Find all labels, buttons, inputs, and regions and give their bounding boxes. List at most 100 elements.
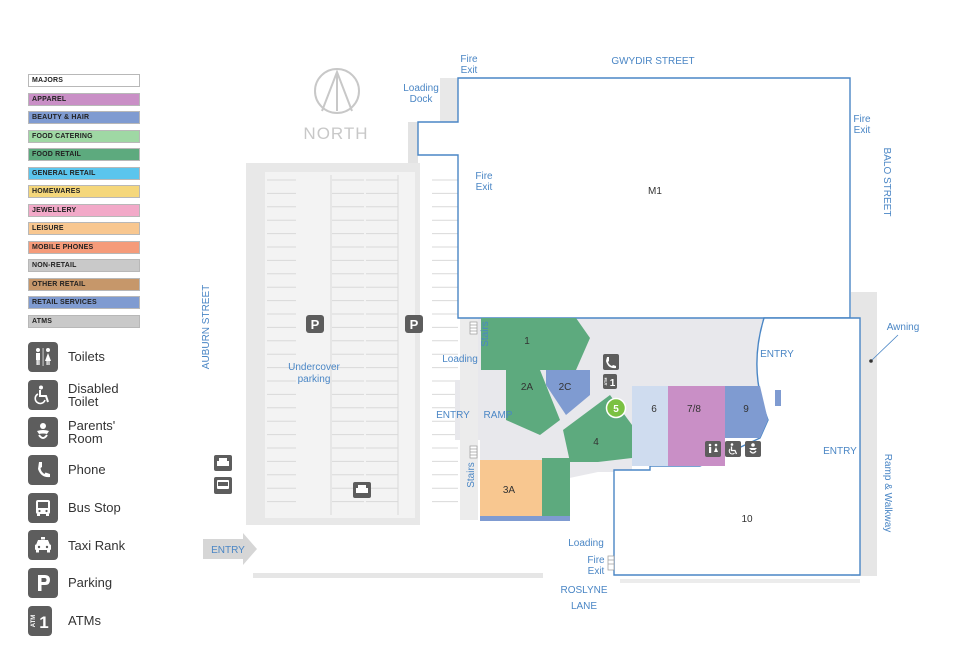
gwydir-street-label: GWYDIR STREET xyxy=(611,56,694,67)
shop-5-label: 5 xyxy=(613,404,619,415)
roslyne-lane-label-line2: LANE xyxy=(571,601,597,612)
amenity-label: Taxi Rank xyxy=(68,537,126,553)
parking-icon: P xyxy=(405,315,423,333)
legend-category-majors: MAJORS xyxy=(28,74,140,87)
awning-label: Awning xyxy=(887,322,920,333)
atm-map-number: 1 xyxy=(610,378,616,389)
fire-exit-bottom-label-2: Exit xyxy=(588,566,605,577)
north-compass-icon xyxy=(314,68,360,114)
shop-6[interactable] xyxy=(632,386,668,466)
legend-category-homewares: HOMEWARES xyxy=(28,185,140,198)
stairs-label-south: Stairs xyxy=(466,462,477,488)
legend-category-retail-services: RETAIL SERVICES xyxy=(28,296,140,309)
category-legend: MAJORS APPAREL BEAUTY & HAIR FOOD CATERING F… xyxy=(28,74,140,333)
stairs-icon xyxy=(469,445,478,459)
loading-label-south: Loading xyxy=(568,538,604,549)
amenity-row-parents-room: Parents' Room xyxy=(28,413,168,451)
entry-arrow-icon xyxy=(203,533,257,565)
shop-9[interactable] xyxy=(725,386,768,438)
parking-icon xyxy=(28,567,58,598)
shop-2a-label: 2A xyxy=(521,382,534,393)
amenity-row-bus-stop: Bus Stop xyxy=(28,489,168,527)
loading-dock-label-2: Dock xyxy=(410,94,434,105)
loading-dock-area xyxy=(440,78,458,122)
parking-symbol-left: P xyxy=(311,317,320,332)
amenity-row-toilets: Toilets xyxy=(28,338,168,376)
bus-icon xyxy=(28,492,58,523)
shop-6-label: 6 xyxy=(651,404,657,415)
shop-m1[interactable] xyxy=(417,77,851,319)
legend-category-non-retail: NON-RETAIL xyxy=(28,259,140,272)
taxi-icon xyxy=(353,482,371,498)
svg-text:1: 1 xyxy=(39,613,48,632)
legend-category-atms: ATMS xyxy=(28,314,140,328)
amenity-label: Bus Stop xyxy=(68,500,121,516)
fire-exit-top-label-1: Fire xyxy=(460,54,478,65)
parents-room-icon xyxy=(28,417,58,448)
stairs-label-north: Stairs xyxy=(480,321,491,347)
legend-category-general-retail: GENERAL RETAIL xyxy=(28,166,140,180)
loading-label-west: Loading xyxy=(442,354,478,365)
fire-exit-m1-label-2: Exit xyxy=(476,182,493,193)
loading-dock-label-1: Loading xyxy=(403,83,439,94)
undercover-parking-label-1: Undercover xyxy=(288,362,340,373)
amenity-legend: Toilets Disabled Toilet Parents' Room Ph… xyxy=(28,338,168,640)
shop-10-label: 10 xyxy=(741,514,753,525)
wheelchair-icon xyxy=(725,441,741,457)
fire-exit-right-label-2: Exit xyxy=(854,125,871,136)
amenity-label: Disabled Toilet xyxy=(68,380,119,409)
amenity-row-taxi-rank: Taxi Rank xyxy=(28,526,168,564)
shop-7-8-label: 7/8 xyxy=(687,404,701,415)
stairs-icon xyxy=(469,321,478,335)
toilets-icon xyxy=(28,341,58,372)
shop-2c[interactable] xyxy=(546,370,590,415)
legend-category-food-catering: FOOD CATERING xyxy=(28,129,140,143)
legend-category-apparel: APPAREL xyxy=(28,92,140,106)
fire-exit-top-label-2: Exit xyxy=(461,65,478,76)
legend-category-leisure: LEISURE xyxy=(28,222,140,235)
shop-1[interactable] xyxy=(481,318,590,370)
ramp-label: RAMP xyxy=(484,410,513,421)
phone-icon xyxy=(603,354,619,370)
shop-5-marker[interactable] xyxy=(605,397,627,419)
taxi-icon xyxy=(214,455,232,471)
atm-icon: ATM 1 xyxy=(603,374,617,389)
ramp-walkway-label: Ramp & Walkway xyxy=(882,454,893,533)
shop-3a[interactable] xyxy=(480,460,542,518)
shop-2a[interactable] xyxy=(506,370,560,435)
shop-3a-label: 3A xyxy=(503,485,516,496)
amenity-label: Parents' Room xyxy=(68,418,116,447)
fire-exit-right-label-1: Fire xyxy=(853,114,871,125)
legend-category-jewellery: JEWELLERY xyxy=(28,203,140,217)
north-label: NORTH xyxy=(303,124,368,143)
legend-category-food-retail: FOOD RETAIL xyxy=(28,148,140,161)
parking-symbol-right: P xyxy=(410,317,419,332)
amenity-label: Toilets xyxy=(68,349,105,365)
amenity-row-phone: Phone xyxy=(28,451,168,489)
shop-2c-label: 2C xyxy=(559,382,572,393)
entry-label-north-east: ENTRY xyxy=(760,349,794,360)
entry-arrow-label: ENTRY xyxy=(211,545,245,556)
stairs-icon xyxy=(607,555,615,571)
amenity-row-parking: Parking xyxy=(28,564,168,602)
wheelchair-icon xyxy=(28,379,58,410)
amenity-label: Parking xyxy=(68,575,113,591)
legend-category-beauty-hair: BEAUTY & HAIR xyxy=(28,111,140,124)
fire-exit-bottom-label-1: Fire xyxy=(587,555,605,566)
car-park-bays xyxy=(265,172,415,518)
balo-street-label: BALO STREET xyxy=(881,148,892,217)
atm-map-text: ATM xyxy=(604,378,608,386)
legend-category-other-retail: OTHER RETAIL xyxy=(28,277,140,291)
phone-icon xyxy=(28,454,58,485)
entry-label-west: ENTRY xyxy=(436,410,470,421)
parents-room-icon xyxy=(745,441,761,457)
amenity-label: ATMs xyxy=(68,613,101,629)
roslyne-lane-road xyxy=(253,573,543,578)
shop-1-label: 1 xyxy=(524,336,530,347)
bus-icon xyxy=(214,477,232,494)
shop-3a-food-section[interactable] xyxy=(542,458,570,518)
auburn-street-label: AUBURN STREET xyxy=(201,285,212,369)
